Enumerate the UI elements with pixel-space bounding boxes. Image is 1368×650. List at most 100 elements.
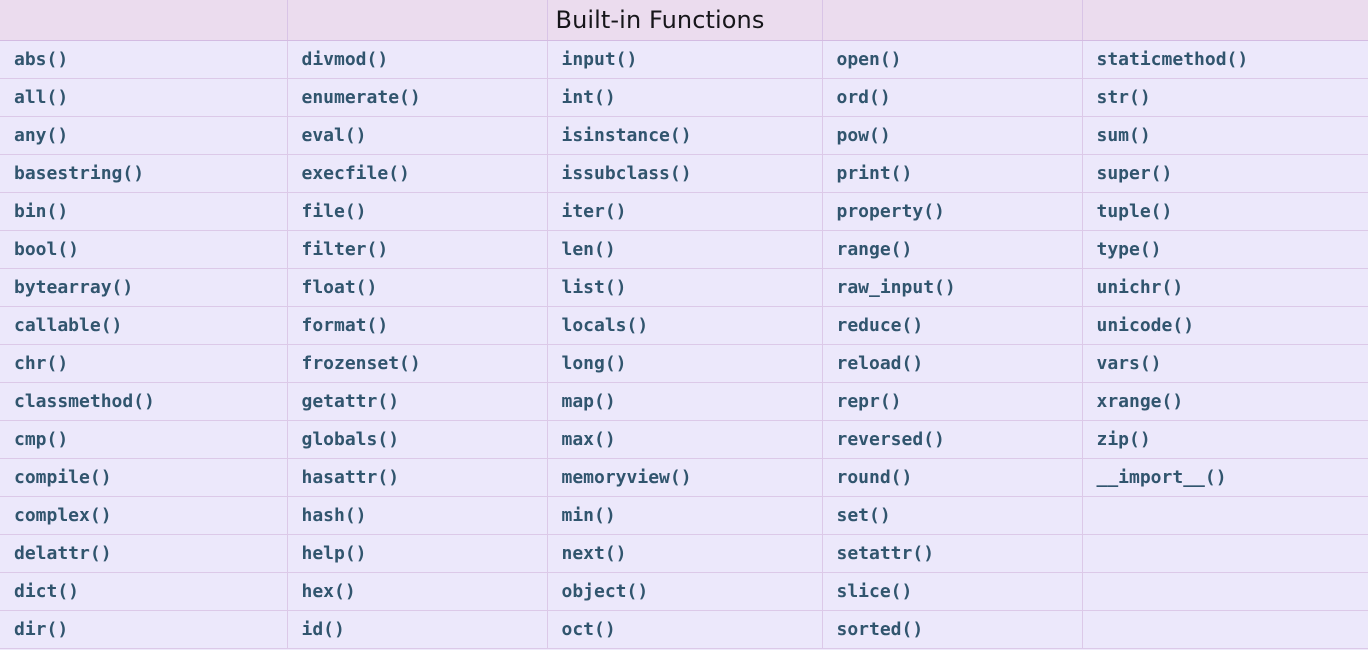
function-cell[interactable]: pow() (822, 116, 1083, 155)
function-cell[interactable]: enumerate() (287, 78, 548, 117)
function-cell[interactable]: map() (547, 382, 823, 421)
function-cell[interactable]: float() (287, 268, 548, 307)
page-title: Built-in Functions (547, 0, 823, 41)
function-cell[interactable]: file() (287, 192, 548, 231)
function-cell[interactable]: print() (822, 154, 1083, 193)
function-cell[interactable]: len() (547, 230, 823, 269)
function-cell[interactable]: classmethod() (0, 382, 288, 421)
function-cell[interactable]: format() (287, 306, 548, 345)
function-cell[interactable]: int() (547, 78, 823, 117)
header-cell-empty-4 (822, 0, 1083, 41)
table-row: complex()hash()min()set() (0, 496, 1368, 535)
table-row: basestring()execfile()issubclass()print(… (0, 154, 1368, 193)
function-cell[interactable]: list() (547, 268, 823, 307)
function-cell[interactable]: unichr() (1082, 268, 1368, 307)
function-cell[interactable]: cmp() (0, 420, 288, 459)
function-cell[interactable]: compile() (0, 458, 288, 497)
function-cell[interactable]: raw_input() (822, 268, 1083, 307)
function-cell[interactable]: frozenset() (287, 344, 548, 383)
function-cell[interactable]: bool() (0, 230, 288, 269)
function-cell[interactable]: next() (547, 534, 823, 573)
table-row: compile()hasattr()memoryview()round()__i… (0, 458, 1368, 497)
table-row: cmp()globals()max()reversed()zip() (0, 420, 1368, 459)
table-row: abs()divmod()input()open()staticmethod() (0, 40, 1368, 79)
function-cell[interactable]: set() (822, 496, 1083, 535)
function-cell[interactable]: hex() (287, 572, 548, 611)
function-cell[interactable]: staticmethod() (1082, 40, 1368, 79)
function-cell[interactable]: type() (1082, 230, 1368, 269)
table-row: bin()file()iter()property()tuple() (0, 192, 1368, 231)
table-row: bytearray()float()list()raw_input()unich… (0, 268, 1368, 307)
function-cell[interactable]: str() (1082, 78, 1368, 117)
function-cell[interactable]: sum() (1082, 116, 1368, 155)
function-cell[interactable]: object() (547, 572, 823, 611)
function-cell[interactable]: max() (547, 420, 823, 459)
function-cell[interactable]: repr() (822, 382, 1083, 421)
function-cell[interactable]: dir() (0, 610, 288, 649)
function-cell[interactable]: min() (547, 496, 823, 535)
function-cell[interactable]: help() (287, 534, 548, 573)
function-cell[interactable]: setattr() (822, 534, 1083, 573)
function-cell[interactable]: iter() (547, 192, 823, 231)
function-cell[interactable]: chr() (0, 344, 288, 383)
empty-cell (1082, 572, 1368, 611)
table-row: dir()id()oct()sorted() (0, 610, 1368, 649)
function-cell[interactable]: reload() (822, 344, 1083, 383)
function-cell[interactable]: getattr() (287, 382, 548, 421)
function-cell[interactable]: bin() (0, 192, 288, 231)
function-cell[interactable]: reversed() (822, 420, 1083, 459)
function-cell[interactable]: execfile() (287, 154, 548, 193)
function-cell[interactable]: tuple() (1082, 192, 1368, 231)
function-cell[interactable]: open() (822, 40, 1083, 79)
function-cell[interactable]: vars() (1082, 344, 1368, 383)
table-row: chr()frozenset()long()reload()vars() (0, 344, 1368, 383)
function-cell[interactable]: property() (822, 192, 1083, 231)
function-cell[interactable]: eval() (287, 116, 548, 155)
header-cell-empty-5 (1082, 0, 1368, 41)
function-cell[interactable]: zip() (1082, 420, 1368, 459)
table-row: classmethod()getattr()map()repr()xrange(… (0, 382, 1368, 421)
function-cell[interactable]: xrange() (1082, 382, 1368, 421)
function-cell[interactable]: input() (547, 40, 823, 79)
function-cell[interactable]: complex() (0, 496, 288, 535)
function-cell[interactable]: slice() (822, 572, 1083, 611)
function-cell[interactable]: filter() (287, 230, 548, 269)
function-cell[interactable]: sorted() (822, 610, 1083, 649)
header-cell-empty-1 (0, 0, 288, 41)
table-body: abs()divmod()input()open()staticmethod()… (0, 40, 1368, 649)
table-row: bool()filter()len()range()type() (0, 230, 1368, 269)
header-cell-empty-2 (287, 0, 548, 41)
function-cell[interactable]: range() (822, 230, 1083, 269)
function-cell[interactable]: ord() (822, 78, 1083, 117)
function-cell[interactable]: dict() (0, 572, 288, 611)
function-cell[interactable]: any() (0, 116, 288, 155)
function-cell[interactable]: bytearray() (0, 268, 288, 307)
function-cell[interactable]: unicode() (1082, 306, 1368, 345)
function-cell[interactable]: round() (822, 458, 1083, 497)
function-cell[interactable]: long() (547, 344, 823, 383)
function-cell[interactable]: delattr() (0, 534, 288, 573)
function-cell[interactable]: callable() (0, 306, 288, 345)
function-cell[interactable]: locals() (547, 306, 823, 345)
function-cell[interactable]: __import__() (1082, 458, 1368, 497)
function-cell[interactable]: divmod() (287, 40, 548, 79)
empty-cell (1082, 496, 1368, 535)
function-cell[interactable]: id() (287, 610, 548, 649)
function-cell[interactable]: super() (1082, 154, 1368, 193)
function-cell[interactable]: all() (0, 78, 288, 117)
function-cell[interactable]: isinstance() (547, 116, 823, 155)
table-row: any()eval()isinstance()pow()sum() (0, 116, 1368, 155)
function-cell[interactable]: oct() (547, 610, 823, 649)
function-cell[interactable]: hasattr() (287, 458, 548, 497)
function-cell[interactable]: memoryview() (547, 458, 823, 497)
table-row: dict()hex()object()slice() (0, 572, 1368, 611)
function-cell[interactable]: abs() (0, 40, 288, 79)
function-cell[interactable]: reduce() (822, 306, 1083, 345)
function-cell[interactable]: basestring() (0, 154, 288, 193)
function-cell[interactable]: globals() (287, 420, 548, 459)
empty-cell (1082, 534, 1368, 573)
function-cell[interactable]: hash() (287, 496, 548, 535)
header-row: Built-in Functions (0, 0, 1368, 41)
function-cell[interactable]: issubclass() (547, 154, 823, 193)
